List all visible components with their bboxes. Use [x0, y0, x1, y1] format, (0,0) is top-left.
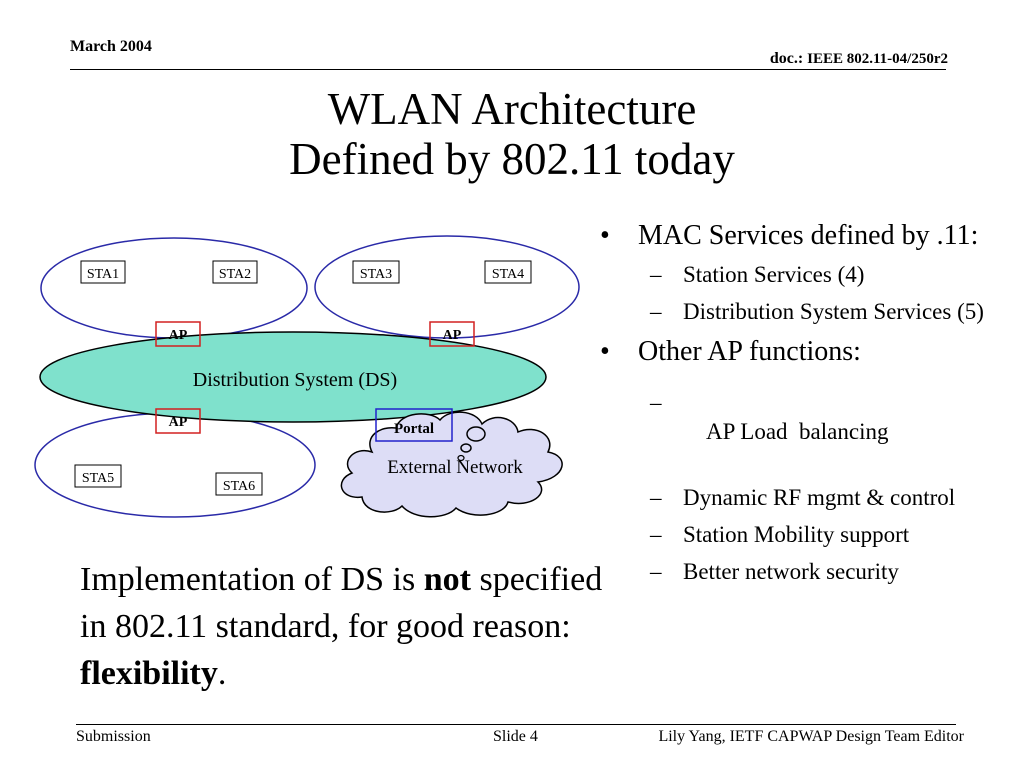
header-doc-id: doc.: IEEE 802.11-04/250r2 [770, 50, 948, 68]
footer-author: Lily Yang, IETF CAPWAP Design Team Edito… [658, 728, 964, 745]
bss2-ellipse [314, 235, 580, 339]
ap1-box [155, 321, 201, 347]
station-sta3: STA3 [360, 267, 392, 282]
station-sta1: STA1 [87, 267, 119, 282]
emphasis-not: not [423, 561, 471, 598]
footer-divider [76, 724, 956, 725]
ap3-box [155, 408, 201, 434]
slide-title: WLAN Architecture Defined by 802.11 toda… [0, 84, 1024, 184]
portal-box [375, 408, 453, 442]
sub-bullet-load-balancing: –AP Load balancing [650, 390, 889, 444]
doc-prefix: doc.: [769, 50, 804, 67]
header-date: March 2004 [70, 38, 152, 55]
sub-bullet-mobility: –Station Mobility support [650, 522, 910, 547]
sub-bullet-ds-services: –Distribution System Services (5) [650, 299, 984, 324]
external-network-label: External Network [387, 457, 523, 478]
wlan-architecture-diagram: Distribution System (DS) STA1 STA2 STA3 … [34, 235, 580, 518]
sub-bullet-dynamic-rf: –Dynamic RF mgmt & control [650, 485, 956, 510]
title-line-2: Defined by 802.11 today [289, 134, 735, 184]
ap1-label: AP [169, 328, 188, 343]
portal-label: Portal [394, 421, 434, 437]
station-sta4: STA4 [492, 267, 524, 282]
ds-label: Distribution System (DS) [193, 369, 397, 391]
emphasis-flexibility: flexibility [80, 655, 218, 692]
header-divider [70, 69, 946, 70]
footer-submission: Submission [76, 728, 151, 745]
title-line-1: WLAN Architecture [327, 84, 697, 134]
bullet-mac-services: MAC Services defined by .11: [600, 220, 1000, 252]
station-sta6: STA6 [223, 479, 255, 494]
external-network-cloud [340, 411, 563, 518]
footer-slide-number: Slide 4 [493, 728, 538, 745]
station-sta5: STA5 [82, 471, 114, 486]
bullet-list: MAC Services defined by .11: –Station Se… [600, 220, 1000, 594]
distribution-system-ellipse [39, 331, 547, 423]
sub-bullet-security: –Better network security [650, 559, 899, 584]
bss1-ellipse [40, 237, 308, 339]
doc-number: IEEE 802.11-04/250r2 [807, 51, 948, 67]
station-sta2: STA2 [219, 267, 251, 282]
ap2-label: AP [443, 328, 462, 343]
bullet-other-ap: Other AP functions: [600, 336, 1000, 368]
implementation-statement: Implementation of DS is not specified in… [80, 561, 603, 692]
ap2-box [429, 321, 475, 347]
ap3-label: AP [169, 415, 188, 430]
sub-bullet-station-services: –Station Services (4) [650, 262, 865, 287]
